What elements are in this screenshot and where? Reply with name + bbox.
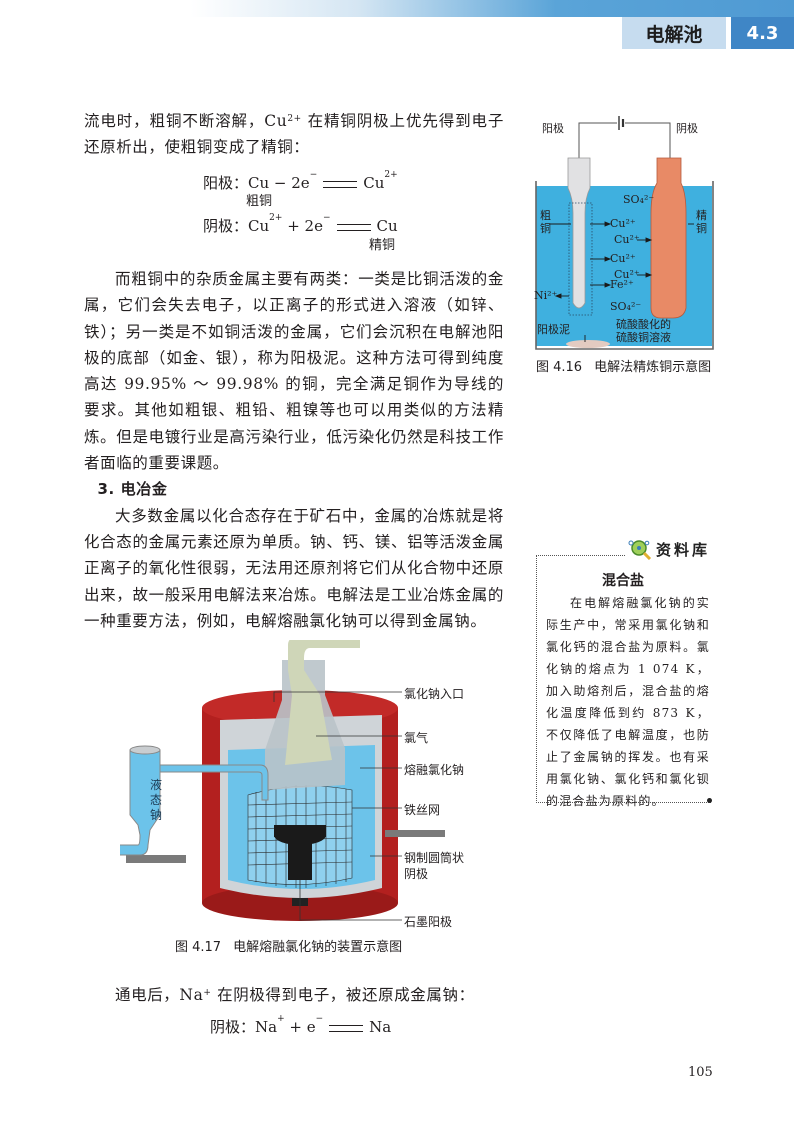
- label-nacl-inlet: 氯化钠入口: [404, 687, 465, 701]
- header-gradient-bar: [0, 0, 794, 17]
- figure-4-16: 阳极 阴极 粗铜 精铜 SO₄²⁻ Cu²⁺ Cu²⁺ Cu²⁺ Cu²⁺ Fe…: [533, 113, 723, 353]
- equation-cathode: 阴极：Cu2+ + 2e−Cu 精铜: [203, 213, 398, 253]
- figure-4-17: 氯化钠入口 氯气 熔融氯化钠 铁丝网 钢制圆筒状 阴极 石墨阳极 液态钠: [117, 635, 480, 930]
- label-iron-mesh: 铁丝网: [404, 803, 441, 817]
- sidebar-title: 资料库: [656, 540, 711, 559]
- sidebar-heading: 混合盐: [602, 573, 644, 589]
- label-molten-nacl: 熔融氯化钠: [404, 763, 465, 777]
- molten-nacl-electrolysis-diagram: [117, 635, 445, 921]
- equals-sign: [329, 1024, 364, 1032]
- main-text-column: 流电时，粗铜不断溶解，Cu2+ 在精铜阴极上优先得到电子还原析出，使粗铜变成了精…: [84, 108, 504, 161]
- chapter-title: 电解池: [622, 17, 726, 49]
- ion-cu-1: Cu²⁺: [610, 217, 636, 230]
- sidebar-body: 在电解熔融氯化钠的实际生产中，常采用氯化钠和氯化钙的混合盐为原料。氯化钠的熔点为…: [546, 596, 710, 808]
- label-anode-mud: 阳极泥: [537, 323, 570, 336]
- section-heading-electrometallurgy: 3. 电冶金: [97, 480, 168, 499]
- ion-fe: Fe²⁺: [610, 278, 634, 291]
- ion-cu-2: Cu²⁺: [614, 233, 640, 246]
- ion-sulfate-top: SO₄²⁻: [623, 193, 655, 206]
- ion-sulfate-bottom: SO₄²⁻: [610, 300, 642, 313]
- ion-ni: Ni²⁺: [534, 289, 558, 302]
- label-liquid-sodium: 液态钠: [150, 778, 163, 822]
- section-number: 4.3: [731, 17, 794, 49]
- paragraph-refining-intro: 流电时，粗铜不断溶解，Cu2+ 在精铜阴极上优先得到电子还原析出，使粗铜变成了精…: [84, 112, 504, 157]
- ion-cu-3: Cu²⁺: [610, 252, 636, 265]
- sidebar-frame: [536, 555, 711, 803]
- ion-cu-4: Cu²⁺: [614, 268, 640, 281]
- label-pure-copper: 精铜: [696, 209, 707, 235]
- equals-sign: [336, 223, 371, 231]
- paragraph-electrometallurgy: 大多数金属以化合态存在于矿石中，金属的冶炼就是将化合态的金属元素还原为单质。钠、…: [84, 506, 504, 630]
- main-text-column-3: 通电后，Na+ 在阴极得到电子，被还原成金属钠：: [84, 982, 504, 1008]
- equation-sodium-cathode: 阴极：Na+ + e−Na: [210, 1014, 392, 1036]
- copper-refining-diagram: [535, 116, 714, 350]
- magnifier-molecule-icon: [628, 540, 652, 560]
- page-number: 105: [688, 1065, 713, 1080]
- label-steel-cathode-1: 钢制圆筒状: [404, 851, 465, 865]
- equation-anode-note: 粗铜: [246, 194, 273, 209]
- paragraph-impurities: 而粗铜中的杂质金属主要有两类：一类是比铜活泼的金属，它们会失去电子，以正离子的形…: [84, 270, 504, 473]
- equation-cathode-note: 精铜: [369, 238, 396, 253]
- equals-sign: [323, 180, 358, 188]
- label-graphite-anode: 石墨阳极: [404, 915, 453, 929]
- label-solution-line1: 硫酸酸化的: [616, 318, 671, 331]
- paragraph-sodium-reduction: 通电后，Na+ 在阴极得到电子，被还原成金属钠：: [115, 986, 475, 1004]
- main-text-column-2: 而粗铜中的杂质金属主要有两类：一类是比铜活泼的金属，它们会失去电子，以正离子的形…: [84, 266, 504, 634]
- label-solution-line2: 硫酸铜溶液: [616, 331, 671, 344]
- label-steel-cathode-2: 阴极: [404, 867, 429, 881]
- equation-anode: 阳极：Cu − 2e−Cu2+ 粗铜: [203, 170, 398, 209]
- label-chlorine: 氯气: [404, 731, 429, 745]
- label-crude-copper: 粗铜: [540, 209, 551, 235]
- sidebar-title-badge: 资料库: [626, 538, 713, 560]
- sidebar-corner-dot: [707, 798, 712, 803]
- label-anode: 阳极: [542, 122, 564, 135]
- label-cathode: 阴极: [676, 122, 698, 135]
